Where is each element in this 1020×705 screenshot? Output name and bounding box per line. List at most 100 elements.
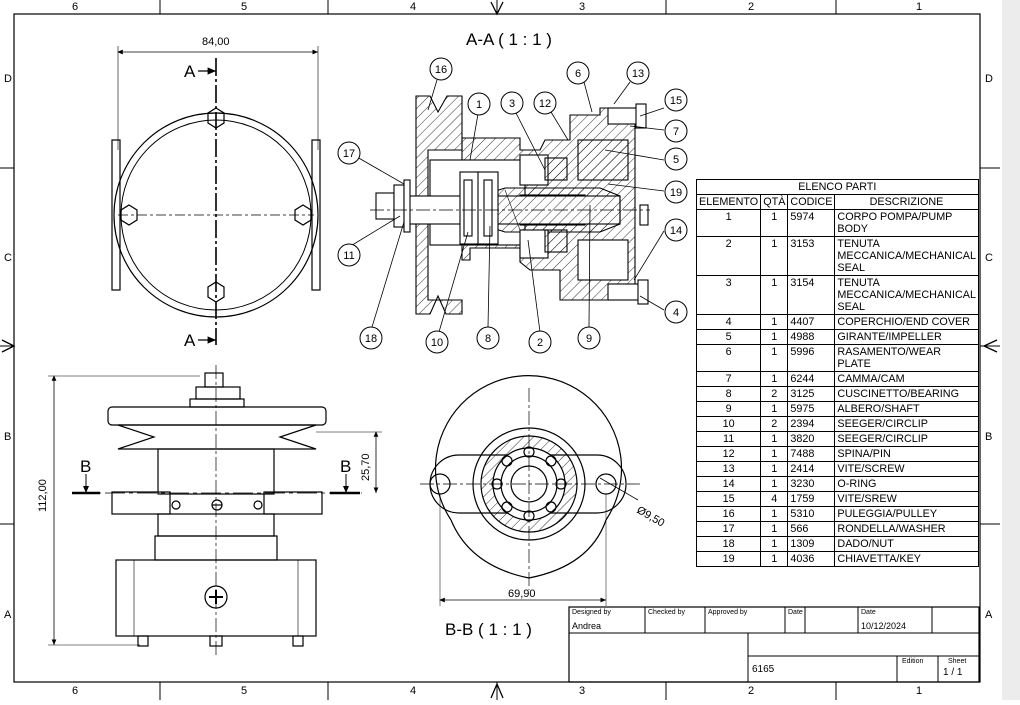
section-aa-view bbox=[370, 95, 650, 315]
balloon-19 bbox=[664, 180, 688, 204]
cell-codice: 6244 bbox=[787, 371, 836, 387]
zone-left: C bbox=[4, 252, 12, 264]
title-block-frame bbox=[568, 606, 980, 683]
svg-text:17: 17 bbox=[343, 148, 355, 160]
cell-elemento: 2 bbox=[695, 236, 762, 276]
cell-elemento: 18 bbox=[695, 536, 762, 552]
cell-elemento: 9 bbox=[695, 401, 762, 417]
cell-descrizione: SEEGER/CIRCLIP bbox=[834, 431, 979, 447]
svg-text:9: 9 bbox=[586, 333, 592, 345]
cell-elemento: 6 bbox=[695, 344, 762, 372]
cell-codice: 5310 bbox=[787, 506, 836, 522]
header-codice: CODICE bbox=[787, 194, 836, 210]
cell-codice: 4407 bbox=[787, 314, 836, 330]
cell-codice: 3230 bbox=[787, 476, 836, 492]
cell-descrizione: O-RING bbox=[834, 476, 979, 492]
balloon-14 bbox=[664, 218, 688, 242]
zone-left: A bbox=[4, 609, 12, 621]
balloon-12 bbox=[533, 91, 557, 115]
balloon-9 bbox=[577, 326, 601, 350]
balloon-1 bbox=[467, 92, 491, 116]
cell-descrizione: TENUTA MECCANICA/MECHANICAL SEAL bbox=[834, 236, 979, 276]
cell-codice: 1759 bbox=[787, 491, 836, 507]
svg-text:11: 11 bbox=[343, 250, 354, 262]
cell-elemento: 14 bbox=[695, 476, 762, 492]
cell-descrizione: SEEGER/CIRCLIP bbox=[834, 416, 979, 432]
cell-qta: 4 bbox=[760, 491, 789, 507]
cell-codice: 566 bbox=[787, 521, 836, 537]
zone-top: 2 bbox=[748, 1, 754, 13]
edition-label: Edition bbox=[902, 658, 924, 665]
cell-elemento: 16 bbox=[695, 506, 762, 522]
svg-text:16: 16 bbox=[435, 64, 447, 76]
zone-top: 4 bbox=[410, 1, 416, 13]
section-bb-width-dimension: 69,90 bbox=[508, 588, 536, 600]
zone-bottom: 5 bbox=[241, 685, 247, 697]
section-bb-title: B-B ( 1 : 1 ) bbox=[445, 620, 532, 639]
cell-elemento: 15 bbox=[695, 491, 762, 507]
zone-top: 3 bbox=[579, 1, 585, 13]
date2-label: Date bbox=[861, 609, 876, 616]
cell-codice: 3125 bbox=[787, 386, 836, 402]
approved-by-label: Approved by bbox=[708, 609, 748, 616]
balloon-8 bbox=[476, 326, 500, 350]
balloon-2 bbox=[528, 330, 552, 354]
balloon-6 bbox=[566, 61, 590, 85]
cell-codice: 3820 bbox=[787, 431, 836, 447]
cell-elemento: 13 bbox=[695, 461, 762, 477]
balloon-4 bbox=[664, 300, 688, 324]
cell-qta: 1 bbox=[760, 209, 789, 237]
cell-elemento: 8 bbox=[695, 386, 762, 402]
parts-list-header-row: ELEMENTO QTÀ CODICE DESCRIZIONE bbox=[695, 194, 979, 210]
cell-descrizione: GIRANTE/IMPELLER bbox=[834, 329, 979, 345]
top-view-width-dimension: 84,00 bbox=[202, 36, 230, 48]
balloon-18 bbox=[359, 326, 383, 350]
cell-elemento: 11 bbox=[695, 431, 762, 447]
cell-codice: 2394 bbox=[787, 416, 836, 432]
balloons bbox=[337, 57, 688, 354]
cell-descrizione: SPINA/PIN bbox=[834, 446, 979, 462]
cell-qta: 1 bbox=[760, 344, 789, 372]
cell-codice: 5974 bbox=[787, 209, 836, 237]
cell-descrizione: VITE/SCREW bbox=[834, 461, 979, 477]
cell-codice: 5996 bbox=[787, 344, 836, 372]
svg-text:10: 10 bbox=[431, 337, 443, 349]
cell-codice: 2414 bbox=[787, 461, 836, 477]
cell-descrizione: ALBERO/SHAFT bbox=[834, 401, 979, 417]
cell-codice: 3154 bbox=[787, 275, 836, 315]
cell-qta: 1 bbox=[760, 506, 789, 522]
balloon-17 bbox=[337, 141, 361, 165]
zone-right: A bbox=[985, 609, 993, 621]
cell-elemento: 1 bbox=[695, 209, 762, 237]
zone-bottom: 1 bbox=[916, 685, 922, 697]
balloon-13 bbox=[626, 61, 650, 85]
cell-qta: 1 bbox=[760, 236, 789, 276]
cell-codice: 4036 bbox=[787, 551, 836, 567]
header-qta: QTÀ bbox=[760, 194, 789, 210]
svg-text:15: 15 bbox=[670, 95, 682, 107]
section-label-b-right: B bbox=[340, 457, 351, 476]
cell-elemento: 12 bbox=[695, 446, 762, 462]
balloon-3 bbox=[500, 91, 524, 115]
cell-codice: 1309 bbox=[787, 536, 836, 552]
cell-qta: 1 bbox=[760, 521, 789, 537]
cell-codice: 5975 bbox=[787, 401, 836, 417]
date-label: Date bbox=[788, 609, 803, 616]
sheet-value: 1 / 1 bbox=[943, 667, 963, 678]
drawing-number: 6165 bbox=[752, 664, 775, 675]
cell-elemento: 5 bbox=[695, 329, 762, 345]
zone-bottom: 2 bbox=[748, 685, 754, 697]
section-label-a-top: A bbox=[184, 62, 196, 81]
cell-descrizione: CORPO POMPA/PUMP BODY bbox=[834, 209, 979, 237]
cell-qta: 1 bbox=[760, 551, 789, 567]
svg-text:13: 13 bbox=[632, 68, 644, 80]
svg-text:8: 8 bbox=[485, 333, 491, 345]
